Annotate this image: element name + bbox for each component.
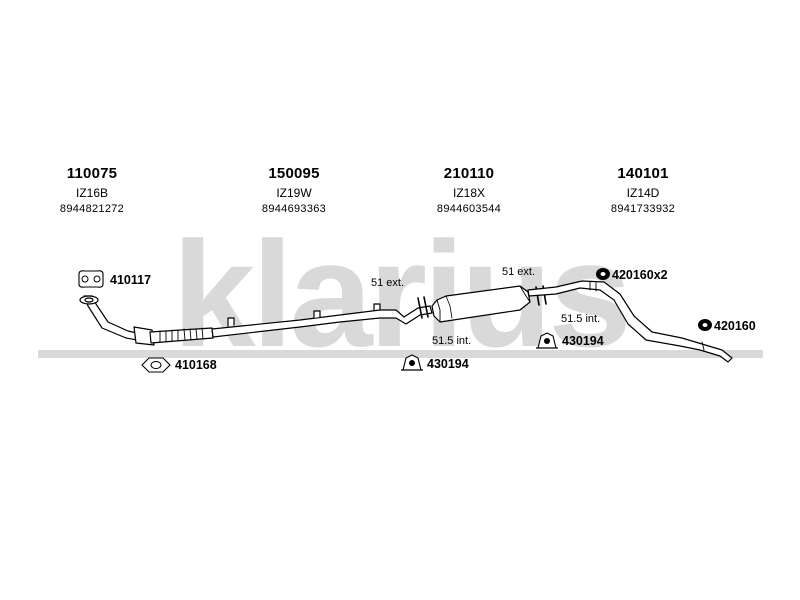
part-label-420160: 420160 <box>714 319 756 333</box>
part-label-410168: 410168 <box>175 358 217 372</box>
ring-icon <box>698 319 712 331</box>
oem-number: 8941733932 <box>610 203 676 215</box>
rear-silencer <box>431 285 531 323</box>
engine-code: IZ16B <box>75 186 108 200</box>
note-51-ext-left: 51 ext. <box>371 277 405 289</box>
part-label-420160x2: 420160x2 <box>612 268 668 282</box>
gasket-icon <box>78 270 104 288</box>
part-label-430194-right: 430194 <box>562 334 604 348</box>
column-150095: 150095 IZ19W 8944693363 <box>214 165 374 215</box>
tail-pipe <box>527 280 733 363</box>
ring-icon <box>596 268 610 280</box>
clamp-icon <box>417 296 429 319</box>
note-51-ext-right: 51 ext. <box>502 266 536 278</box>
engine-code: IZ14D <box>626 186 660 200</box>
part-number: 110075 <box>66 165 118 182</box>
intermediate-pipe <box>211 303 433 338</box>
part-number: 210110 <box>443 165 495 182</box>
engine-code: IZ19W <box>276 186 312 200</box>
part-label-410117: 410117 <box>110 273 152 287</box>
oem-number: 8944603544 <box>436 203 502 215</box>
rubber-mount-icon <box>401 354 423 371</box>
part-label-430194-center: 430194 <box>427 357 469 371</box>
rubber-mount-icon <box>536 332 558 349</box>
column-110075: 110075 IZ16B 8944821272 <box>12 165 172 215</box>
part-number: 150095 <box>268 165 320 182</box>
column-210110: 210110 IZ18X 8944603544 <box>389 165 549 215</box>
oem-number: 8944693363 <box>261 203 327 215</box>
note-51-5-int-right: 51.5 int. <box>561 313 601 325</box>
front-pipe <box>79 295 155 346</box>
gasket-icon <box>141 357 171 373</box>
part-number: 140101 <box>617 165 669 182</box>
column-140101: 140101 IZ14D 8941733932 <box>563 165 723 215</box>
note-51-5-int-left: 51.5 int. <box>432 335 472 347</box>
engine-code: IZ18X <box>452 186 485 200</box>
flex-pipe <box>149 327 214 344</box>
oem-number: 8944821272 <box>59 203 125 215</box>
